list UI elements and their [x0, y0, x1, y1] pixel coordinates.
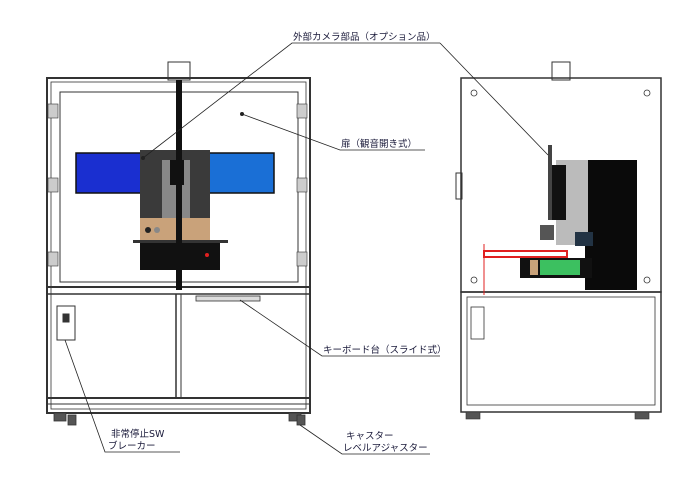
front-casters — [53, 412, 306, 426]
green-stage — [540, 260, 580, 275]
red-slide — [483, 250, 568, 258]
keyboard-stand — [195, 295, 261, 302]
label-external-camera: 外部カメラ部品（オプション品） — [293, 31, 436, 43]
front-frame-outer — [46, 77, 311, 414]
machine-side — [483, 145, 637, 295]
tan-plate — [140, 218, 210, 240]
side-top-mount — [551, 61, 571, 81]
label-emergency-stop: 非常停止SW — [111, 428, 165, 440]
front-view — [46, 61, 311, 426]
label-level-adjuster: レベルアジャスター — [343, 443, 428, 454]
side-casters — [465, 411, 650, 420]
emergency-stop-box — [56, 305, 76, 341]
leader-lines — [64, 42, 549, 455]
label-breaker: ブレーカー — [108, 440, 156, 452]
label-caster: キャスター — [346, 431, 394, 442]
monitor-right — [207, 152, 275, 194]
machine-front — [75, 80, 275, 290]
label-door: 扉（観音開き式） — [341, 138, 417, 150]
hinges — [47, 103, 308, 267]
monitor-left — [75, 152, 143, 194]
side-view — [455, 61, 662, 420]
label-keyboard-stand: キーボード台（スライド式） — [323, 344, 447, 356]
camera-pole — [176, 80, 182, 290]
